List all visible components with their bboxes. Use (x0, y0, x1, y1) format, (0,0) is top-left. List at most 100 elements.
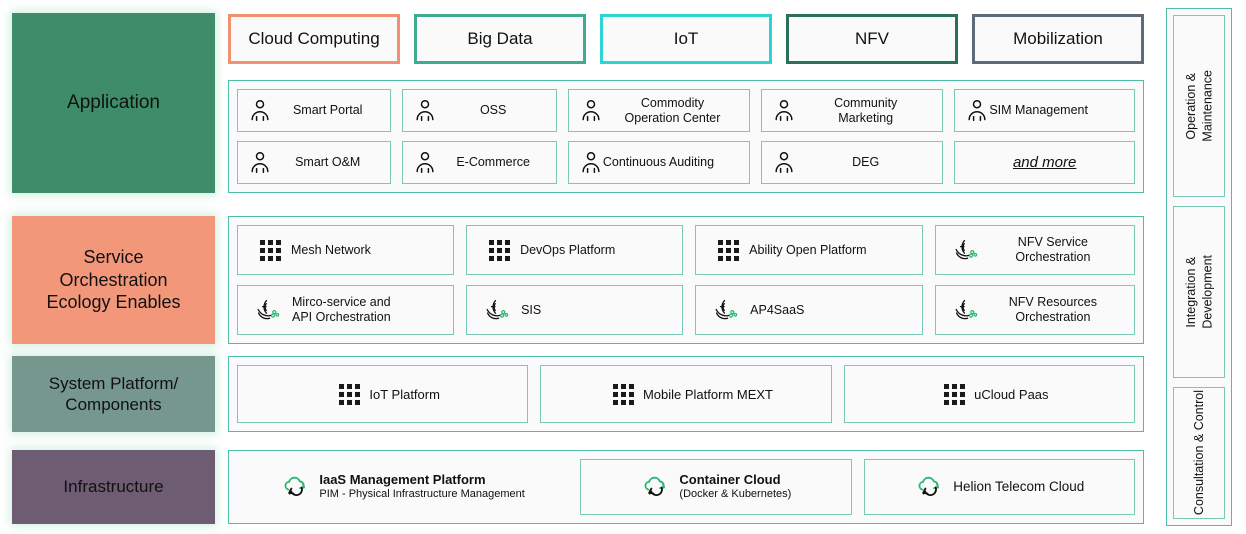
service-item-label: DevOps Platform (520, 242, 616, 257)
service-item-label: AP4SaaS (750, 302, 805, 317)
application-item[interactable]: Continuous Auditing (567, 141, 751, 184)
cloud-refresh-icon (640, 475, 670, 499)
application-item[interactable]: Smart Portal (237, 89, 392, 132)
application-item[interactable]: Community Marketing (761, 89, 944, 132)
infrastructure-item-title: Container Cloud (679, 472, 781, 488)
service-item-label: Ability Open Platform (749, 242, 867, 257)
infrastructure-item-title: IaaS Management Platform (319, 472, 486, 488)
tab-nfv[interactable]: NFV (786, 14, 958, 64)
tab-big-data[interactable]: Big Data (414, 14, 586, 64)
application-item[interactable]: E-Commerce (402, 141, 557, 184)
layer-label-application-text: Application (67, 92, 160, 114)
system-item[interactable]: uCloud Paas (843, 365, 1135, 423)
service-item[interactable]: Mesh Network (237, 225, 455, 275)
grid-dots-icon (612, 383, 634, 405)
orchestration-icon (954, 238, 980, 262)
grid-dots-icon (944, 383, 966, 405)
service-item[interactable]: SIS (466, 285, 684, 335)
application-item-label: DEG (852, 155, 880, 170)
service-item-label: Mirco-service and API Orchestration (292, 295, 391, 324)
layer-label-system-text: System Platform/ Components (48, 373, 179, 414)
layer-label-infrastructure-text: Infrastructure (63, 477, 164, 497)
domain-tab-row: Cloud Computing Big Data IoT NFV Mobilizatio… (228, 14, 1144, 64)
person-icon (414, 99, 436, 123)
orchestration-icon (954, 298, 980, 322)
application-item-label: E-Commerce (456, 155, 530, 170)
system-item-grid: IoT Platform Mobile Platform MEXT uCloud… (237, 365, 1135, 423)
infrastructure-item[interactable]: Helion Telecom Cloud (863, 459, 1135, 515)
application-item-grid: Smart Portal OSS Commodity Operation Cen… (237, 89, 1135, 184)
application-item-label: Continuous Auditing (602, 155, 715, 170)
application-item[interactable]: OSS (402, 89, 557, 132)
person-icon (966, 99, 988, 123)
rail-item-label: Operation & Maintenance (1183, 70, 1214, 142)
application-item[interactable]: and more (954, 141, 1135, 184)
application-item-label: Commodity Operation Center (624, 96, 721, 125)
layer-label-service-text: Service Orchestration Ecology Enables (46, 247, 181, 313)
application-item[interactable]: DEG (761, 141, 944, 184)
service-item-label: SIS (521, 302, 542, 317)
infrastructure-item-subtitle: (Docker & Kubernetes) (679, 487, 792, 500)
application-item-label: and more (1012, 153, 1077, 171)
application-item-label: Smart O&M (295, 155, 361, 170)
infrastructure-item-text: Helion Telecom Cloud (953, 479, 1084, 495)
orchestration-icon (485, 298, 511, 322)
application-item-label: OSS (479, 103, 507, 118)
application-item-label: Smart Portal (292, 103, 363, 118)
system-item-label: Mobile Platform MEXT (642, 386, 774, 402)
tab-cloud-computing[interactable]: Cloud Computing (228, 14, 400, 64)
application-panel: Smart Portal OSS Commodity Operation Cen… (228, 80, 1144, 193)
cloud-refresh-icon (280, 475, 310, 499)
tab-mobilization[interactable]: Mobilization (972, 14, 1144, 64)
service-item[interactable]: AP4SaaS (695, 285, 923, 335)
orchestration-icon (256, 298, 282, 322)
application-item[interactable]: Commodity Operation Center (567, 89, 751, 132)
service-item-grid: Mesh Network DevOps Platform Ability Ope… (237, 225, 1135, 335)
infrastructure-item-text: Container Cloud(Docker & Kubernetes) (679, 472, 791, 501)
service-item-label: NFV Service Orchestration (1015, 235, 1091, 264)
infrastructure-item-subtitle: PIM - Physical Infrastructure Management (319, 487, 525, 500)
grid-dots-icon (260, 239, 281, 261)
service-item-label: Mesh Network (291, 242, 371, 257)
service-item[interactable]: Mirco-service and API Orchestration (237, 285, 455, 335)
layer-label-infrastructure: Infrastructure (12, 450, 215, 524)
person-icon (773, 99, 795, 123)
application-item-label: Community Marketing (834, 96, 898, 125)
service-item[interactable]: DevOps Platform (466, 225, 684, 275)
orchestration-icon (714, 298, 740, 322)
rail-item-label: Integration & Development (1183, 255, 1214, 329)
person-icon (414, 151, 436, 175)
rail-item-label: Consultation & Control (1191, 390, 1206, 516)
rail-item[interactable]: Integration & Development (1173, 206, 1225, 378)
infrastructure-item[interactable]: Container Cloud(Docker & Kubernetes) (580, 459, 852, 515)
person-icon (773, 151, 795, 175)
system-item[interactable]: Mobile Platform MEXT (540, 365, 832, 423)
layer-label-system-platform: System Platform/ Components (12, 356, 215, 432)
service-orchestration-panel: Mesh Network DevOps Platform Ability Ope… (228, 216, 1144, 344)
service-item[interactable]: Ability Open Platform (695, 225, 923, 275)
application-item[interactable]: SIM Management (954, 89, 1135, 132)
system-item[interactable]: IoT Platform (237, 365, 529, 423)
service-item[interactable]: NFV Service Orchestration (934, 225, 1135, 275)
tab-iot[interactable]: IoT (600, 14, 772, 64)
infrastructure-item-title: Helion Telecom Cloud (953, 478, 1085, 494)
rail-item[interactable]: Consultation & Control (1173, 387, 1225, 519)
person-icon (249, 151, 271, 175)
system-item-label: uCloud Paas (974, 386, 1049, 402)
grid-dots-icon (718, 239, 740, 261)
rail-item[interactable]: Operation & Maintenance (1173, 15, 1225, 197)
layer-label-service-orchestration: Service Orchestration Ecology Enables (12, 216, 215, 344)
person-icon (249, 99, 271, 123)
service-item[interactable]: NFV Resources Orchestration (934, 285, 1135, 335)
application-item[interactable]: Smart O&M (237, 141, 392, 184)
service-item-label: NFV Resources Orchestration (1008, 295, 1097, 324)
cloud-refresh-icon (914, 475, 944, 499)
application-item-label: SIM Management (989, 103, 1088, 118)
layer-label-application: Application (12, 13, 215, 193)
